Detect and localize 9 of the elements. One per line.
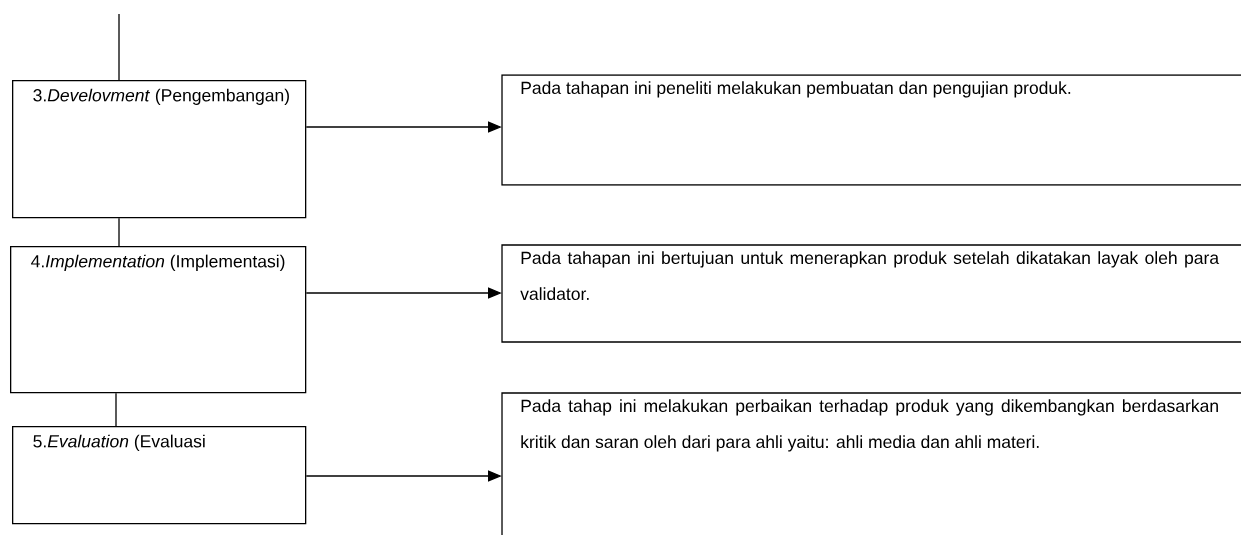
description-box: Pada tahapan ini peneliti melakukan pembuatan dan pengujian produk. [501,74,1241,186]
step-box: 5.Evaluation (Evaluasi [12,426,307,525]
description-box: Pada tahapan ini bertujuan untuk menerapkan produk setelah dikatakan layak oleh para validator. [501,244,1241,343]
step-box: 4.Implementation (Implementasi) [10,246,307,394]
connector-line [118,217,120,247]
connector-line [118,13,120,81]
description-box: Pada tahap ini melakukan perbaikan terhadap produk yang dikembangkan berdasarkan kritik dan saran oleh dari para ahli yaitu: ahli media dan ahli materi. [501,392,1241,535]
connector-line [115,392,117,427]
step-box: 3.Develovment (Pengembangan) [12,80,307,219]
